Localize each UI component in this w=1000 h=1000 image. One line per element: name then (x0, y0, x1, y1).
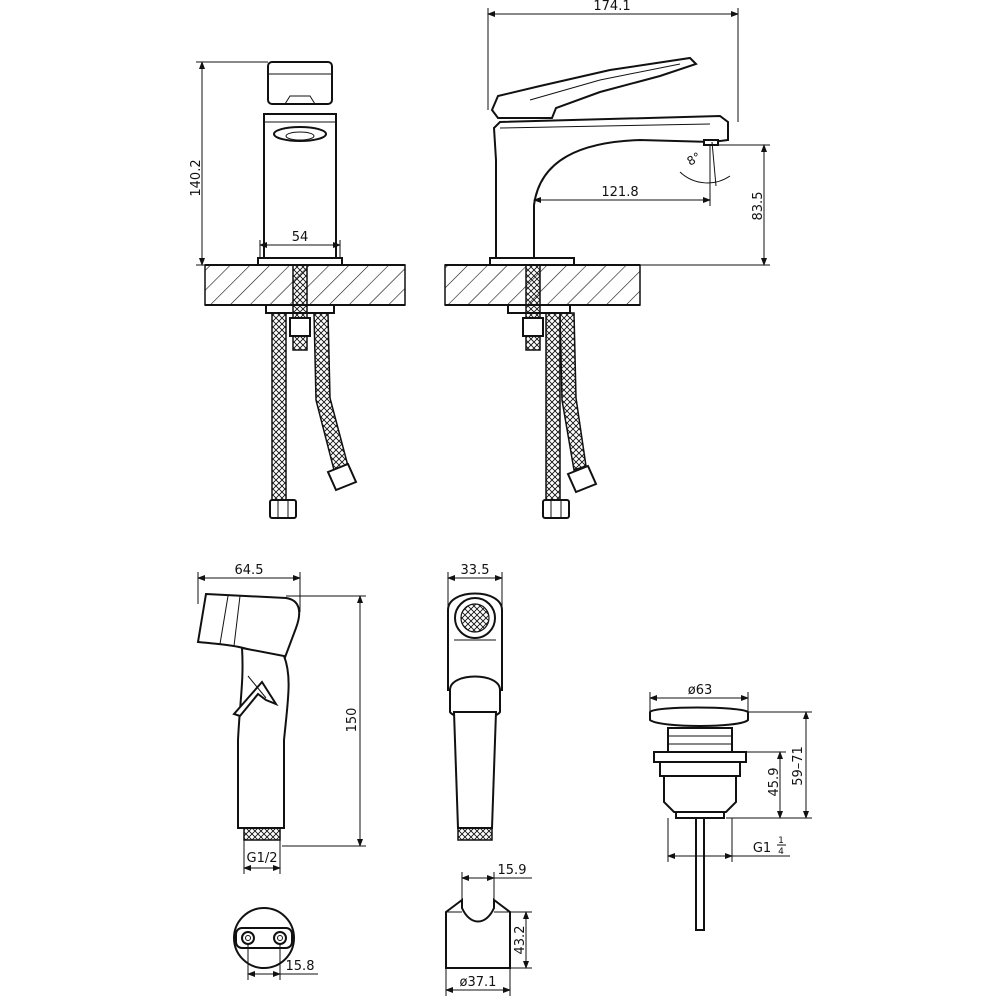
hose-left-side (545, 312, 561, 501)
hand-shower-trigger (232, 680, 279, 718)
dim-hand-shower-width: 64.5 (235, 563, 264, 578)
dim-holder-hole-spacing: 15.8 (286, 959, 315, 974)
dim-side-reach: 121.8 (601, 185, 638, 200)
handle-front (267, 61, 333, 105)
drain-body (663, 775, 737, 813)
spout-body-side (492, 114, 729, 259)
dim-hand-shower-side-width: 33.5 (461, 563, 490, 578)
drain-cap (649, 706, 749, 727)
dim-drain-range: 59–71 (791, 746, 806, 786)
holder-side-body (445, 898, 511, 969)
faucet-side-view: 174.1 121.8 83.5 8° (444, 0, 770, 519)
dim-front-base-width: 54 (292, 230, 309, 245)
dim-drain-thread-frac-num: 1 (778, 836, 784, 846)
dim-front-height: 140.2 (189, 159, 204, 196)
dim-spout-angle: 8° (685, 150, 704, 169)
hose-right-front (313, 312, 349, 471)
holder-side-view: 15.9 43.2 ø37.1 (445, 863, 532, 996)
counter-slab-side (444, 264, 641, 306)
dim-side-total-length: 174.1 (593, 0, 630, 14)
hand-shower-side-view: 64.5 150 G1/2 (196, 563, 366, 874)
dim-holder-height: 43.2 (513, 926, 528, 955)
holder-top-view: 15.8 (233, 907, 318, 980)
dim-side-spout-height: 83.5 (751, 192, 766, 221)
dim-drain-thread-frac-den: 4 (778, 847, 784, 857)
dim-hand-shower-height: 150 (345, 708, 360, 733)
hand-shower-front-view: 33.5 (447, 563, 503, 841)
dim-hand-shower-thread: G1/2 (247, 851, 278, 866)
hand-shower-thread-connector (243, 827, 281, 841)
lever-handle-side (490, 56, 698, 119)
dim-drain-thread-main: G1 (753, 841, 771, 856)
aerator-front (273, 126, 327, 142)
dim-drain-body-height: 45.9 (767, 768, 782, 797)
hand-shower-grip (237, 646, 290, 829)
dim-drain-diameter: ø63 (688, 683, 713, 698)
hose-right-side (559, 312, 587, 471)
popup-drain-view: ø63 45.9 59–71 G1 1 4 (649, 683, 812, 931)
faucet-front-view: 140.2 54 (189, 61, 406, 519)
dim-holder-top-width: 15.9 (498, 863, 527, 878)
dim-holder-diameter: ø37.1 (460, 975, 497, 990)
hose-left-front (271, 312, 287, 501)
drain-tailpiece (695, 817, 705, 931)
hand-shower-front-grip (452, 711, 498, 829)
